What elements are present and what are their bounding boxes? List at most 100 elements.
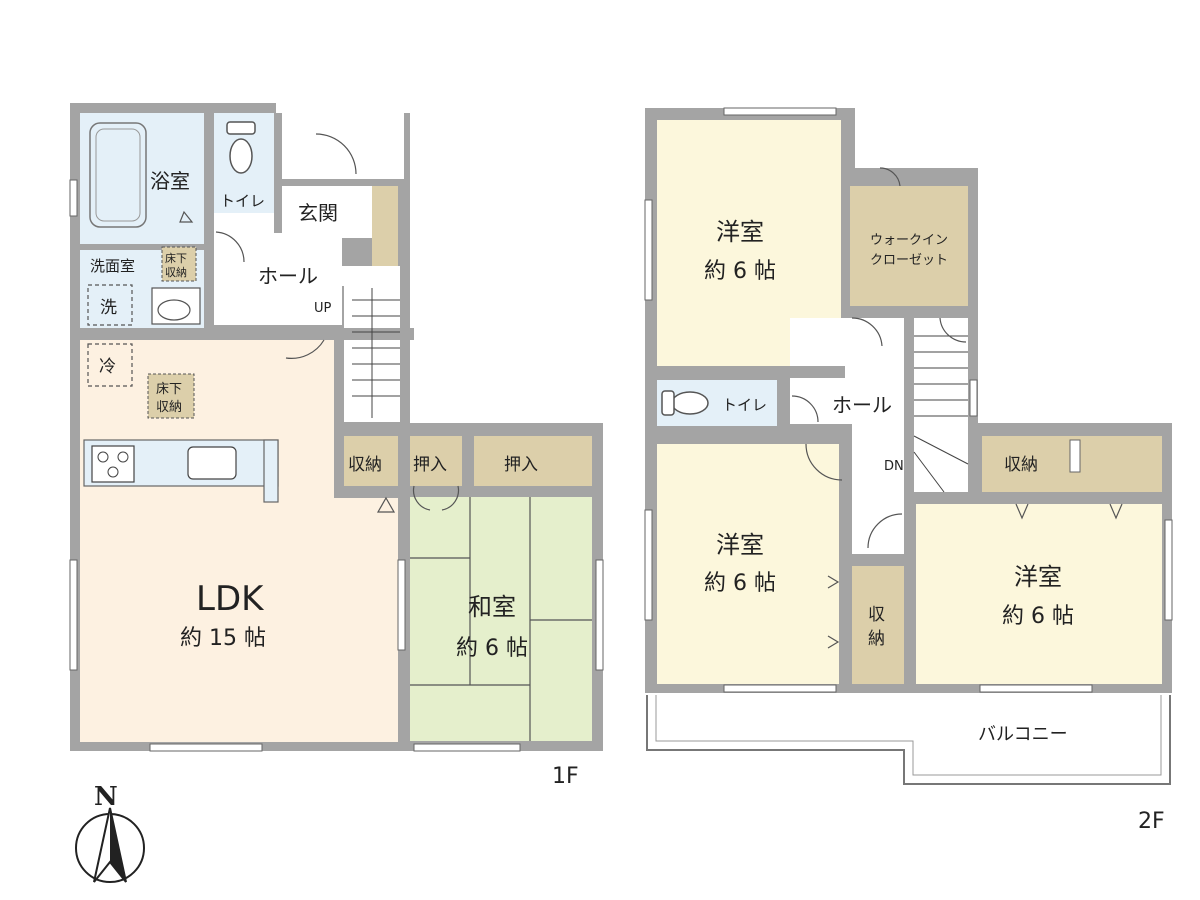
wall-storage-bottom — [344, 486, 602, 497]
closet2-area — [474, 436, 592, 486]
wall2-mid — [839, 442, 852, 693]
door-swings-1f — [179, 133, 460, 513]
bath-label: 浴室 — [150, 169, 190, 193]
washitsu-name: 和室 — [468, 593, 516, 621]
sink — [187, 446, 237, 480]
balcony-label: バルコニー — [978, 724, 1068, 745]
porch-area — [280, 113, 404, 179]
wall2-wic-bottom — [841, 306, 978, 318]
room2-area — [657, 444, 839, 684]
hall-label: ホール — [258, 264, 318, 288]
storage-side-line1: 収 — [868, 605, 885, 625]
tatami-lines — [410, 497, 592, 741]
porch-open — [276, 103, 410, 113]
wall-porch — [274, 113, 282, 233]
hall2-label: ホール — [832, 393, 892, 417]
storage-top-label: 収納 — [1004, 455, 1038, 475]
toilet2-label: トイレ — [722, 396, 767, 414]
wall2-room1-bottom — [645, 366, 845, 378]
room3-area — [916, 504, 1162, 684]
stove — [91, 445, 135, 483]
wall-wash-bottom — [80, 328, 414, 340]
burner-3 — [107, 466, 119, 478]
windows-2f — [644, 107, 1173, 693]
entrance-label: 玄関 — [298, 201, 338, 225]
bathtub-inner — [95, 128, 141, 222]
wic-line2: クローゼット — [870, 253, 948, 268]
dn-label: DN — [884, 459, 904, 474]
storage-area — [344, 436, 398, 486]
toilet-label: トイレ — [220, 192, 265, 210]
ldk-area-lower — [80, 498, 398, 742]
first-floor — [69, 103, 604, 752]
underfloor2-line2: 収納 — [156, 400, 182, 415]
bathtub — [89, 122, 147, 228]
entrance-storage — [372, 186, 398, 266]
balcony-outline — [646, 695, 1171, 785]
closet1-label: 押入 — [413, 455, 447, 475]
room3-size: 約 6 帖 — [1002, 604, 1074, 629]
door-swings-2f — [791, 167, 1123, 649]
wall2-room3-left — [904, 492, 916, 693]
washer-label: 洗 — [100, 298, 117, 318]
wall-bath-right — [204, 103, 214, 325]
washer-space — [87, 284, 133, 326]
stairs-2f-area — [914, 318, 968, 492]
stairs-1f — [352, 288, 400, 418]
storage-side-line2: 納 — [868, 629, 885, 649]
second-floor — [644, 107, 1173, 785]
fridge-label: 冷 — [99, 357, 116, 377]
washitsu-size: 約 6 帖 — [456, 636, 528, 661]
room2-name: 洋室 — [716, 531, 764, 559]
wall-entrance-top — [282, 179, 408, 186]
wall-ldk-right — [334, 340, 344, 498]
stairs-2f — [913, 335, 969, 493]
up-label: UP — [314, 301, 332, 316]
underfloor1-line1: 床下 — [165, 251, 187, 265]
wic-line1: ウォークイン — [870, 233, 948, 248]
compass-north-label: N — [94, 782, 118, 812]
storage-top-pole — [1069, 439, 1081, 473]
toilet2-bowl — [671, 391, 709, 415]
wall-bath-bottom — [80, 244, 204, 250]
room3-name: 洋室 — [1014, 563, 1062, 591]
closet2-label: 押入 — [504, 455, 538, 475]
storage-label: 収納 — [348, 455, 382, 475]
ldk-name: LDK — [196, 579, 265, 619]
wall2-room3-top — [904, 492, 1172, 504]
underfloor2-line1: 床下 — [156, 382, 182, 397]
labels: 浴室 トイレ 玄関 ホール UP 洗面室 床下 収納 洗 冷 床下 収納 LDK… — [90, 169, 1165, 834]
wall2-wic-left — [841, 168, 850, 306]
windows-1f — [69, 179, 604, 752]
fridge-space — [87, 343, 133, 387]
wall2-toilet-bottom — [645, 426, 845, 442]
burner-2 — [117, 451, 129, 463]
floor1-label: 1F — [552, 764, 579, 789]
compass-arrow-fill — [110, 808, 126, 882]
floor2-label: 2F — [1138, 809, 1165, 834]
washitsu-area — [410, 497, 592, 741]
closet1-area — [408, 436, 462, 486]
room1-size: 約 6 帖 — [704, 259, 776, 284]
wall-closet-div — [462, 436, 474, 486]
compass: N — [75, 782, 145, 883]
storage-side-area — [852, 566, 904, 684]
toilet-bowl — [229, 138, 253, 174]
underfloor-storage-2 — [147, 373, 195, 419]
underfloor1-line2: 収納 — [165, 266, 187, 279]
hall2-area-lower — [852, 420, 904, 554]
toilet2-tank — [661, 390, 675, 416]
ldk-size: 約 15 帖 — [180, 626, 266, 651]
wic-area — [850, 186, 968, 306]
wall2-toilet-right — [777, 378, 790, 442]
basin — [157, 299, 191, 321]
room1-name: 洋室 — [716, 218, 764, 246]
hall-area-2 — [340, 266, 400, 286]
balcony-inner — [655, 695, 1162, 776]
room2-size: 約 6 帖 — [704, 571, 776, 596]
wall2-stair-left — [904, 318, 914, 438]
washroom-label: 洗面室 — [90, 257, 135, 275]
wall2-storage-div — [852, 554, 916, 566]
burner-1 — [97, 451, 109, 463]
